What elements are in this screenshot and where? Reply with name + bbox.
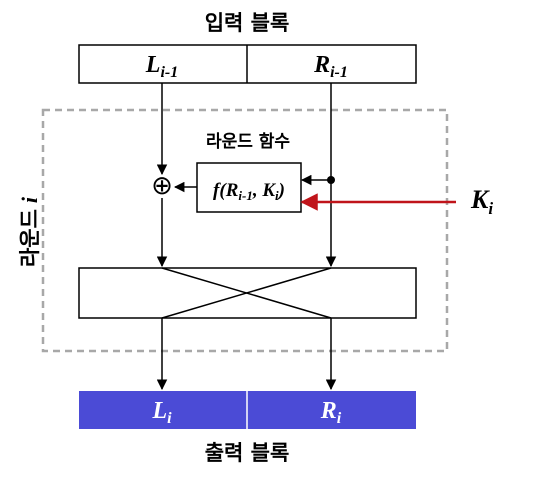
input-block-title: 입력 블록	[205, 11, 290, 35]
round-function-title: 라운드 함수	[206, 131, 290, 152]
round-function-box: f(Ri-1, Ki)	[196, 162, 302, 213]
swap-box	[78, 267, 417, 319]
input-left-label: Li-1	[145, 52, 178, 81]
key-label: Ki	[470, 185, 493, 218]
output-block: Li Ri	[79, 391, 416, 429]
input-right-label: Ri-1	[313, 52, 348, 81]
xor-symbol: ⊕	[151, 171, 173, 201]
output-left-label: Li	[151, 398, 172, 427]
round-label: 라운드i	[17, 196, 42, 267]
output-block-title: 출력 블록	[205, 441, 290, 465]
output-right-label: Ri	[320, 398, 342, 427]
input-block: Li-1 Ri-1	[78, 44, 417, 84]
round-boundary	[41, 108, 449, 353]
svg-text:f(Ri-1, Ki): f(Ri-1, Ki)	[213, 180, 285, 203]
